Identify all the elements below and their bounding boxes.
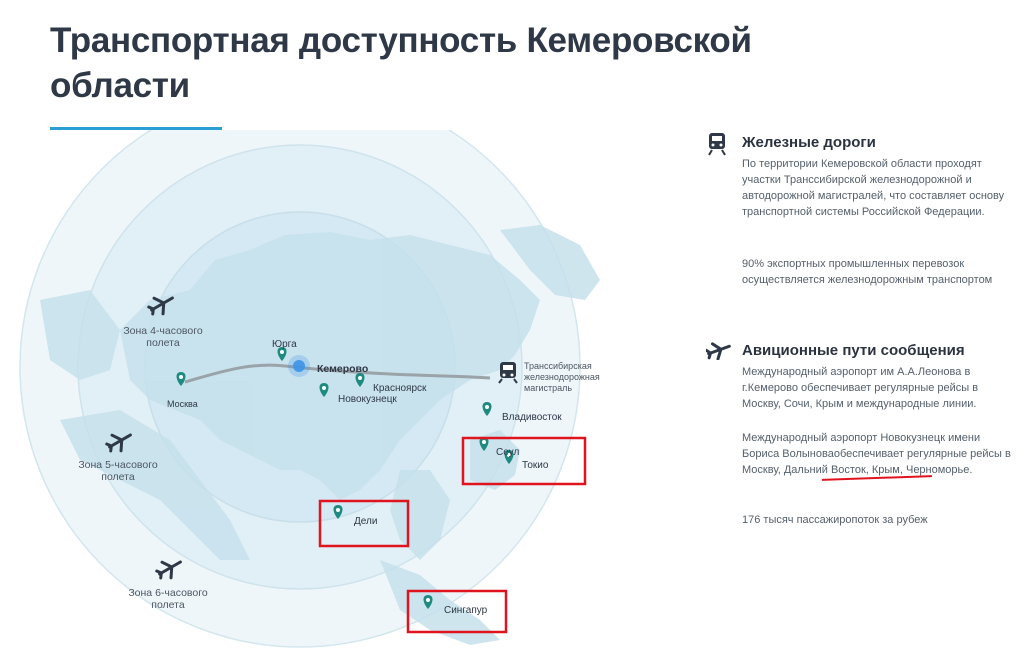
map-pin-dot-seoul — [482, 440, 486, 444]
map-pin-dot-novokuznetsk — [322, 386, 326, 390]
airplane-icon — [706, 342, 731, 360]
zone-5h-airplane-icon — [105, 433, 132, 453]
highlight-box-singapore — [406, 589, 508, 634]
kemerovo-dot — [293, 360, 305, 372]
city-label-singapore: Сингапур — [444, 605, 488, 616]
railway-train-icon — [498, 362, 518, 384]
landmass — [40, 225, 600, 645]
aviation-paragraph-2: Международный аэропорт Новокузнецк имени… — [742, 432, 1011, 476]
map-pin-dot-singapore — [426, 598, 430, 602]
aviation-paragraph-1: Международный аэропорт им А.А.Леонова в … — [742, 366, 979, 410]
railways-section: Железные дороги По территории Кемеровско… — [706, 130, 1006, 310]
railway-label-line1: Транссибирская — [524, 361, 592, 371]
zone-4h-label-line1: Зона 4-часового — [123, 325, 202, 337]
zone-6h-label-line1: Зона 6-часового — [128, 587, 207, 599]
zone-5h-label-line1: Зона 5-часового — [78, 459, 157, 471]
transsib-railway-line — [184, 363, 491, 384]
city-label-yurga: Юрга — [272, 339, 297, 350]
map-pin-dot-moscow — [179, 375, 183, 379]
zone-6h-airplane-icon — [155, 560, 182, 580]
city-label-delhi: Дели — [354, 516, 377, 527]
title-underline — [50, 127, 222, 130]
zone-4h-label-line2: полета — [146, 337, 180, 349]
aviation-paragraph-3: 176 тысяч пассажиропоток за рубеж — [742, 514, 928, 526]
map-pin-dot-tokyo — [507, 453, 511, 457]
railway-label-line3: магистраль — [524, 383, 572, 393]
train-icon — [708, 133, 726, 156]
highlight-box-seoul-tokyo — [461, 436, 587, 486]
city-label-moscow: Москва — [167, 399, 198, 409]
city-label-novokuznetsk: Новокузнецк — [338, 394, 397, 405]
page-title: Транспортная доступность Кемеровской обл… — [50, 21, 752, 105]
zone-6h-label-line2: полета — [151, 599, 185, 611]
map-pin-dot-vladivostok — [485, 405, 489, 409]
transport-map: Зона 4-часового полета Зона 5-часового п… — [19, 130, 600, 648]
map-pin-dot-yurga — [280, 350, 284, 354]
zone-4h-airplane-icon — [147, 296, 174, 316]
railways-heading: Железные дороги — [742, 134, 876, 151]
map-pin-dot-krasnoyarsk — [358, 376, 362, 380]
aviation-section: Авиционные пути сообщения Международный … — [706, 338, 1011, 538]
railways-paragraph-2: 90% экспортных промышленных перевозок ос… — [742, 258, 993, 286]
railway-label-line2: железнодорожная — [524, 372, 600, 382]
city-label-tokyo: Токио — [522, 460, 549, 471]
railways-paragraph-1: По территории Кемеровской области проход… — [742, 158, 1005, 218]
aviation-heading: Авиционные пути сообщения — [742, 342, 965, 359]
city-label-krasnoyarsk: Красноярск — [373, 383, 427, 394]
city-label-kemerovo: Кемерово — [317, 363, 368, 375]
map-pin-dot-delhi — [336, 508, 340, 512]
city-label-vladivostok: Владивосток — [502, 412, 562, 423]
zone-5h-label-line2: полета — [101, 471, 135, 483]
highlight-box-delhi — [318, 499, 410, 548]
city-label-seoul: Сеул — [496, 447, 519, 458]
